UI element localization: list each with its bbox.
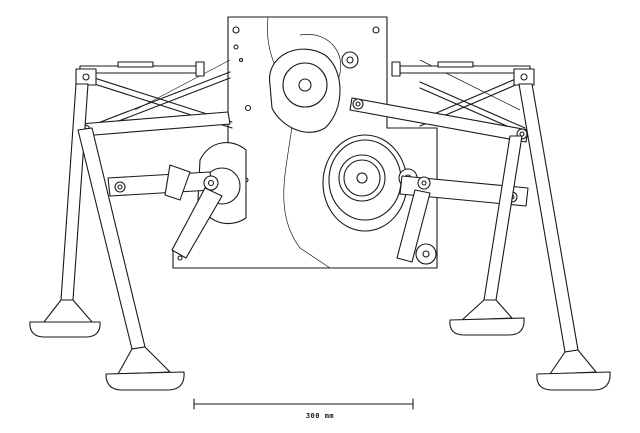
leg-hinges — [75, 68, 535, 86]
left-mid-arm — [79, 111, 231, 137]
right-mid-arm — [349, 97, 529, 143]
upper-cam — [269, 48, 359, 133]
scale-bar-label: 300 mm — [305, 412, 335, 420]
front-left-leg — [29, 83, 101, 338]
front-right-leg — [449, 135, 525, 336]
main-pulley — [322, 134, 408, 232]
rear-left-leg — [77, 127, 185, 391]
scale-bar — [193, 398, 414, 410]
left-lower-arm — [107, 164, 223, 259]
rear-right-leg — [518, 83, 611, 391]
